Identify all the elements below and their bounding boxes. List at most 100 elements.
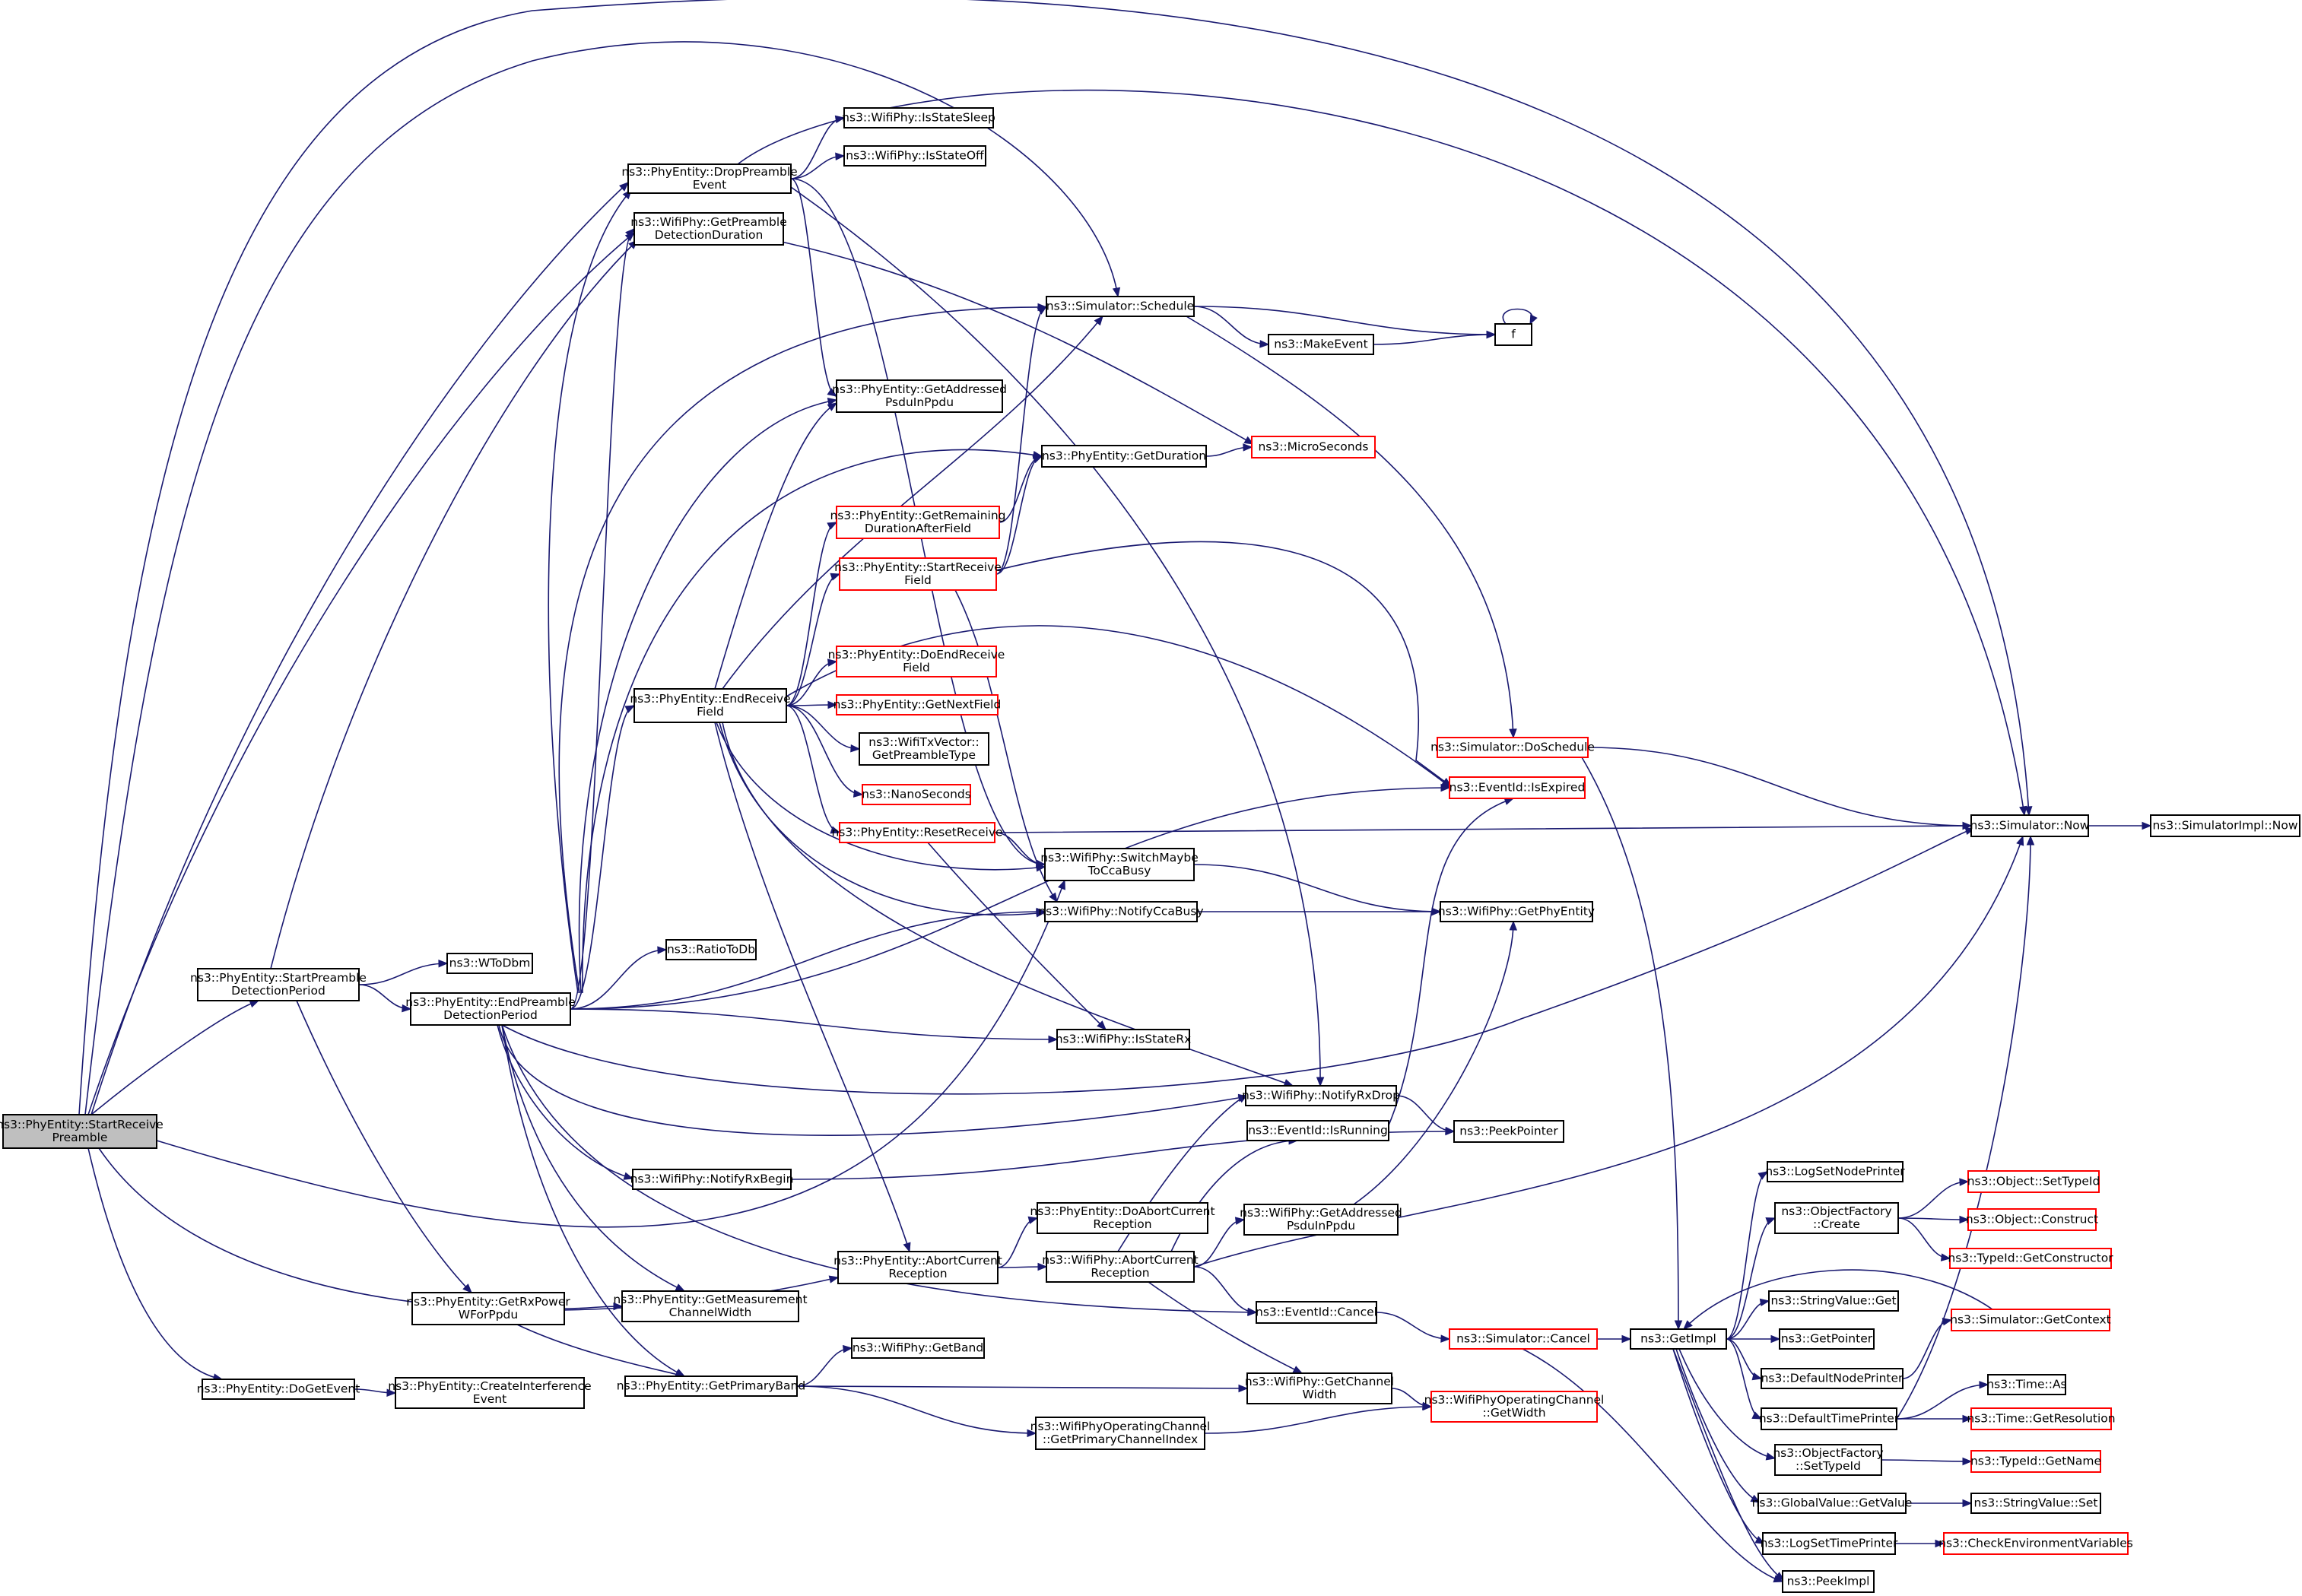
- function-node[interactable]: ns3::PeekImpl: [1782, 1570, 1875, 1593]
- function-node[interactable]: ns3::PhyEntity::EndPreambleDetectionPeri…: [405, 992, 576, 1026]
- edge-n6-to-n22: [1186, 316, 1517, 739]
- function-node[interactable]: ns3::LogSetNodePrinter: [1765, 1161, 1905, 1182]
- function-node[interactable]: ns3::WifiPhy::GetPhyEntity: [1438, 901, 1595, 922]
- node-box: [621, 1290, 799, 1322]
- function-node[interactable]: ns3::WifiPhy::NotifyCcaBusy: [1038, 901, 1204, 922]
- node-label: Field: [697, 705, 724, 719]
- function-node[interactable]: ns3::Simulator::DoSchedule: [1430, 737, 1595, 758]
- function-node[interactable]: ns3::WifiPhy::IsStateRx: [1056, 1029, 1192, 1050]
- function-node[interactable]: ns3::SimulatorImpl::Now: [2150, 814, 2300, 837]
- function-node[interactable]: ns3::DefaultNodePrinter: [1761, 1368, 1904, 1389]
- function-node[interactable]: ns3::WifiPhy::IsStateSleep: [842, 107, 995, 129]
- node-label: ns3::PhyEntity::GetRxPower: [406, 1295, 570, 1309]
- function-node[interactable]: ns3::GetPointer: [1779, 1328, 1875, 1350]
- node-label: ns3::SimulatorImpl::Now: [2152, 819, 2297, 833]
- node-box: [1970, 814, 2089, 837]
- function-node[interactable]: ns3::WifiPhy::NotifyRxDrop: [1242, 1085, 1400, 1106]
- node-label: ns3::ObjectFactory: [1773, 1446, 1883, 1460]
- edge-arrowhead: [1049, 892, 1058, 903]
- node-label: ns3::ObjectFactory: [1781, 1204, 1891, 1218]
- edge-arrowhead: [1036, 907, 1046, 916]
- node-box: [836, 506, 1000, 539]
- function-node[interactable]: ns3::WifiPhy::GetBand: [851, 1337, 985, 1359]
- function-node[interactable]: ns3::RatioToDb: [665, 939, 757, 960]
- function-node[interactable]: ns3::ObjectFactory::SetTypeId: [1773, 1444, 1884, 1476]
- function-node[interactable]: ns3::WifiPhyOperatingChannel::GetPrimary…: [1030, 1417, 1211, 1450]
- function-node[interactable]: f: [1494, 323, 1532, 346]
- node-box: [1449, 1328, 1598, 1350]
- edge-arrowhead: [1935, 1539, 1945, 1548]
- function-node[interactable]: ns3::PhyEntity::GetRemainingDurationAfte…: [830, 506, 1006, 539]
- function-node[interactable]: ns3::LogSetTimePrinter: [1761, 1532, 1898, 1555]
- function-node[interactable]: ns3::StringValue::Set: [1970, 1493, 2101, 1514]
- function-node[interactable]: ns3::CheckEnvironmentVariables: [1938, 1532, 2133, 1555]
- function-node[interactable]: ns3::Simulator::Cancel: [1449, 1328, 1598, 1350]
- function-node[interactable]: ns3::PhyEntity::GetNextField: [833, 694, 1002, 716]
- function-node[interactable]: ns3::EventId::Cancel: [1256, 1301, 1377, 1324]
- function-node[interactable]: ns3::PhyEntity::GetPrimaryBand: [617, 1375, 805, 1397]
- edge-n1-to-n64: [87, 1147, 224, 1382]
- function-node[interactable]: ns3::Time::GetResolution: [1967, 1407, 2116, 1430]
- node-box: [1967, 1208, 2097, 1231]
- function-node[interactable]: ns3::ObjectFactory::Create: [1774, 1202, 1899, 1234]
- node-box: [1970, 1493, 2101, 1514]
- edge-line: [570, 911, 1046, 1010]
- function-node[interactable]: ns3::MakeEvent: [1268, 334, 1374, 355]
- function-node[interactable]: ns3::WifiPhy::IsStateOff: [843, 145, 986, 167]
- function-node[interactable]: ns3::Object::Construct: [1966, 1208, 2098, 1231]
- node-label: ns3::PhyEntity::GetMeasurement: [613, 1293, 807, 1306]
- node-label: ns3::WifiPhy::IsStateOff: [846, 149, 984, 163]
- function-node[interactable]: ns3::EventId::IsExpired: [1449, 776, 1586, 799]
- node-box: [1430, 1391, 1598, 1423]
- function-node[interactable]: ns3::NanoSeconds: [862, 784, 971, 805]
- node-label: ns3::PhyEntity::CreateInterference: [388, 1379, 591, 1393]
- function-node[interactable]: ns3::EventId::IsRunning: [1246, 1120, 1389, 1141]
- node-label: ns3::WifiPhy::NotifyCcaBusy: [1038, 905, 1203, 919]
- function-node[interactable]: ns3::Time::As: [1986, 1374, 2067, 1395]
- function-node[interactable]: ns3::MicroSeconds: [1251, 436, 1376, 458]
- edge-arrowhead: [624, 705, 636, 713]
- function-node[interactable]: ns3::WifiPhy::NotifyRxBegin: [630, 1169, 794, 1190]
- function-node[interactable]: ns3::PhyEntity::StartPreambleDetectionPe…: [190, 968, 367, 1001]
- function-node[interactable]: ns3::TypeId::GetName: [1970, 1450, 2101, 1473]
- edge-line: [1581, 757, 1679, 1330]
- function-node[interactable]: ns3::PhyEntity::ResetReceive: [831, 822, 1003, 843]
- edge-n44-to-n52: [1726, 1334, 1781, 1344]
- function-node[interactable]: ns3::Simulator::Schedule: [1046, 296, 1195, 317]
- edge-arrowhead: [1979, 1381, 1989, 1389]
- function-node[interactable]: ns3::PhyEntity::DoGetEvent: [197, 1379, 360, 1400]
- function-node[interactable]: ns3::Object::SetTypeId: [1967, 1170, 2100, 1193]
- function-node[interactable]: ns3::WifiPhyOperatingChannel::GetWidth: [1424, 1391, 1605, 1423]
- function-node[interactable]: ns3::Simulator::GetContext: [1950, 1309, 2111, 1331]
- function-node[interactable]: ns3::PeekPointer: [1453, 1120, 1564, 1143]
- function-node[interactable]: ns3::StringValue::Get: [1768, 1290, 1899, 1312]
- function-node[interactable]: ns3::PhyEntity::GetDuration: [1041, 445, 1207, 468]
- function-node[interactable]: ns3::DefaultTimePrinter: [1759, 1407, 1900, 1430]
- edge-arrowhead: [1529, 314, 1538, 325]
- function-node[interactable]: ns3::GlobalValue::GetValue: [1752, 1493, 1913, 1514]
- function-node[interactable]: ns3::Simulator::Now: [1970, 814, 2090, 837]
- node-box: [1243, 1204, 1399, 1236]
- function-node[interactable]: ns3::WifiPhy::GetPreambleDetectionDurati…: [630, 212, 787, 246]
- function-node[interactable]: ns3::PhyEntity::GetMeasurementChannelWid…: [613, 1290, 808, 1322]
- edge-n19-to-n20: [994, 832, 1046, 868]
- function-node[interactable]: ns3::WifiTxVector::GetPreambleType: [859, 732, 989, 766]
- function-node[interactable]: ns3::TypeId::GetConstructor: [1948, 1248, 2113, 1269]
- function-node[interactable]: ns3::WToDbm: [446, 953, 533, 974]
- node-box: [836, 379, 1003, 413]
- function-node[interactable]: ns3::GetImpl: [1630, 1328, 1727, 1350]
